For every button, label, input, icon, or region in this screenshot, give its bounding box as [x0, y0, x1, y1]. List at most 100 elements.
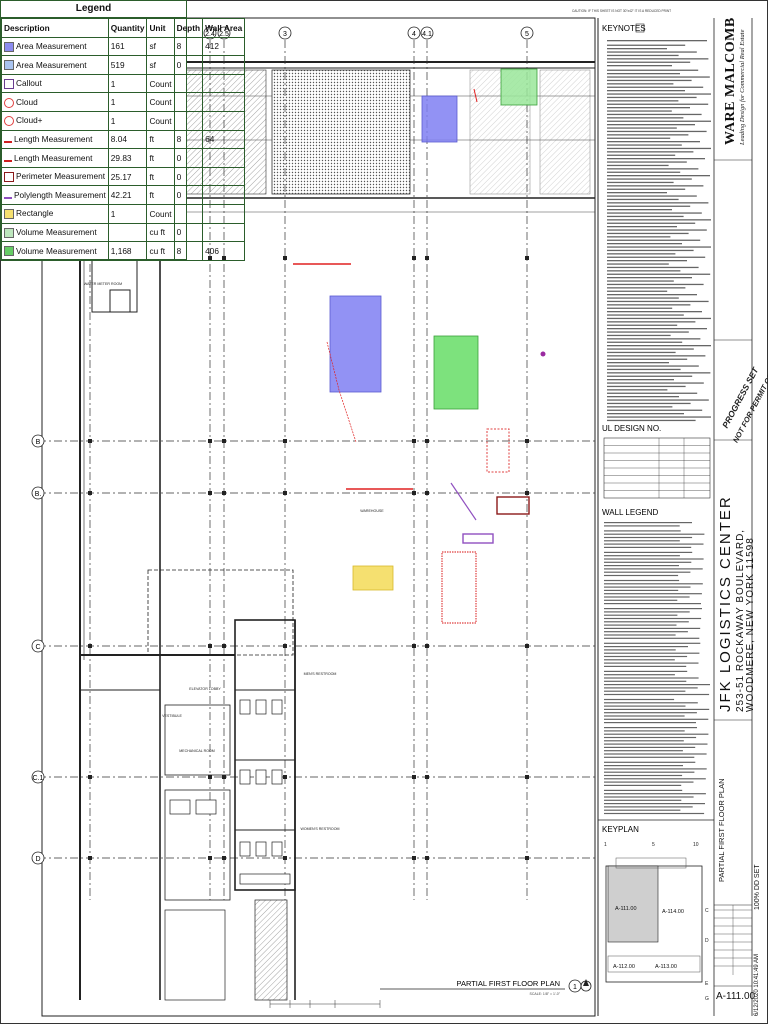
area-measurement-markup[interactable]	[421, 95, 458, 143]
wall-legend-text-line	[604, 693, 710, 696]
volume-measurement-markup[interactable]	[433, 335, 479, 410]
wall-legend-title: WALL LEGEND	[602, 508, 659, 517]
column-marker	[425, 491, 429, 495]
keynote-text-line	[607, 168, 699, 170]
markups	[293, 68, 546, 624]
keynote-text-line	[607, 365, 699, 367]
volume-measurement-markup[interactable]	[500, 68, 538, 106]
keynote-text-line	[607, 86, 704, 88]
keynote-text-line	[607, 358, 688, 360]
wall-legend-text-line	[604, 540, 680, 542]
legend-cell-depth	[173, 92, 204, 112]
column-marker	[283, 256, 287, 260]
keynote-text-line	[607, 215, 684, 218]
wall-legend-text-line	[604, 621, 689, 623]
keyplan-label: A-114.00	[662, 909, 684, 915]
wall-legend-text-line	[604, 750, 683, 752]
wall-legend-text-line	[604, 571, 691, 573]
keynote-text-line	[607, 382, 704, 384]
keynote-text-line	[607, 54, 679, 57]
legend-cell-unit: cu ft	[146, 241, 175, 261]
rectangle-markup[interactable]	[352, 565, 394, 591]
legend-cell-description: Area Measurement	[1, 55, 109, 75]
wall-legend-text-line	[604, 617, 702, 620]
legend-cell-unit: Count	[146, 92, 175, 112]
wall-legend-text-line	[604, 637, 700, 639]
legend-cell-qty: 1,168	[107, 241, 148, 261]
drawing-frame	[41, 17, 596, 1017]
wall-legend-text-line	[604, 771, 695, 773]
keyplan-col-label: 5	[652, 842, 655, 848]
volume-icon	[4, 227, 14, 238]
column-marker	[412, 856, 416, 860]
keynote-text-line	[607, 266, 699, 269]
legend-cell-depth: 8	[173, 36, 204, 57]
keyplan-label: A-113.00	[655, 964, 677, 970]
keynote-text-line	[607, 164, 669, 167]
wall-legend-text-line	[604, 761, 696, 763]
drawing-title: PARTIAL FIRST FLOOR PLAN	[457, 979, 561, 988]
keynote-text-line	[607, 392, 698, 394]
column-marker	[208, 775, 212, 779]
project-address-line2: WOODMERE, NEW YORK 11598	[745, 537, 756, 712]
keynote-text-line	[607, 107, 690, 109]
callout-markup[interactable]	[540, 351, 546, 357]
area-fill-icon	[4, 60, 14, 71]
legend-cell-unit: ft	[146, 129, 175, 150]
legend-cell-wall	[202, 55, 246, 75]
legend-cell-qty: 519	[107, 55, 148, 75]
restroom-fixtures	[169, 699, 291, 885]
keyplan-title: KEYPLAN	[602, 825, 639, 834]
keynote-text-line	[607, 44, 686, 46]
keynote-text-line	[607, 198, 679, 201]
keynote-text-line	[607, 192, 667, 194]
keynote-text-line	[607, 178, 692, 180]
wall-legend-text-line	[604, 778, 706, 780]
area-measurement-markup[interactable]	[329, 295, 382, 393]
room-label-vestibule: VESTIBULE	[162, 714, 182, 718]
legend-cell-qty: 1	[107, 110, 148, 131]
wall-legend-text-line	[604, 551, 693, 553]
legend-header-depth: Depth	[173, 18, 204, 38]
keynote-text-line	[607, 379, 674, 381]
wall-legend-text-line	[604, 715, 685, 717]
keynote-text-line	[607, 355, 706, 357]
grid-bubble-label: 3	[283, 31, 287, 38]
wall-legend-text-line	[604, 698, 675, 701]
perimeter-measurement-markup[interactable]	[496, 496, 530, 515]
legend-cell-wall	[202, 203, 246, 224]
legend-description-text: Length Measurement	[14, 134, 93, 145]
keynote-text-line	[607, 389, 668, 391]
legend-cell-unit: ft	[146, 148, 175, 168]
keynote-text-line	[607, 246, 711, 248]
wall-legend-text-line	[604, 533, 705, 535]
polylength-measurement-markup[interactable]	[450, 482, 477, 521]
legend-cell-qty: 29.83	[107, 148, 148, 168]
cloud-markup[interactable]	[486, 428, 510, 473]
wall-legend-text-line	[604, 522, 692, 524]
keynote-text-line	[607, 100, 679, 102]
keynote-text-line	[607, 158, 705, 160]
keynote-text-line	[607, 103, 709, 105]
keynote-text-line	[607, 40, 707, 42]
legend-cell-wall: 412	[202, 36, 246, 57]
wall-legend-text-line	[604, 546, 692, 548]
wall-legend-text-line	[604, 530, 681, 532]
wall-legend-text-line	[604, 708, 710, 710]
wall-legend-text-line	[604, 659, 675, 661]
legend-cell-depth: 8	[173, 241, 204, 261]
wall-legend-panel: WALL LEGEND	[602, 508, 710, 815]
legend-table: Description Quantity Unit Depth Wall Are…	[1, 18, 246, 261]
